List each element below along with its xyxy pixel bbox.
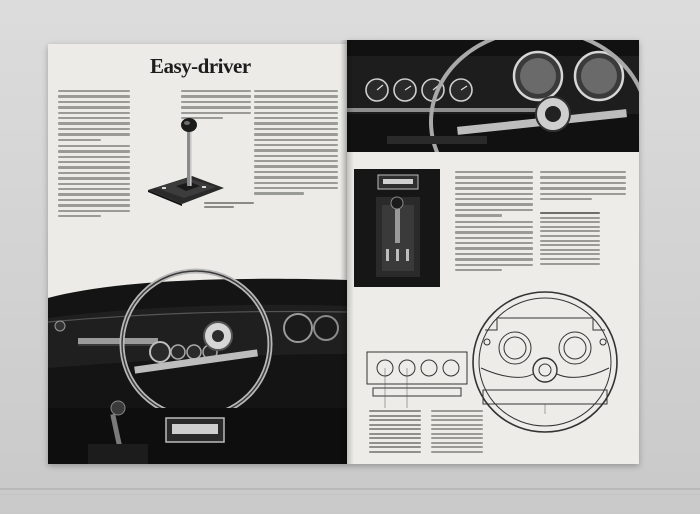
diagram-legend-col-1 bbox=[369, 410, 421, 455]
body-text-column-3 bbox=[254, 90, 338, 198]
body-text-column-1 bbox=[58, 90, 130, 220]
body-text-column-2 bbox=[181, 90, 251, 122]
dashboard-gauges-photo bbox=[347, 40, 639, 152]
brochure-left-page: Easy-driver bbox=[48, 44, 347, 464]
body-text-column-5 bbox=[540, 171, 626, 203]
shifter-caption bbox=[204, 202, 254, 210]
dashboard-interior-photo bbox=[48, 258, 347, 464]
brochure-right-page bbox=[347, 40, 639, 464]
gear-shifter-icon bbox=[148, 118, 224, 206]
page-headline: Easy-driver bbox=[150, 54, 251, 78]
body-text-column-4 bbox=[455, 171, 533, 274]
performance-spec-table bbox=[540, 212, 600, 267]
page-fold-shadow bbox=[340, 40, 354, 464]
dashboard-line-diagram bbox=[366, 291, 618, 433]
console-shifter-photo bbox=[354, 169, 440, 287]
diagram-legend-col-2 bbox=[431, 410, 483, 455]
